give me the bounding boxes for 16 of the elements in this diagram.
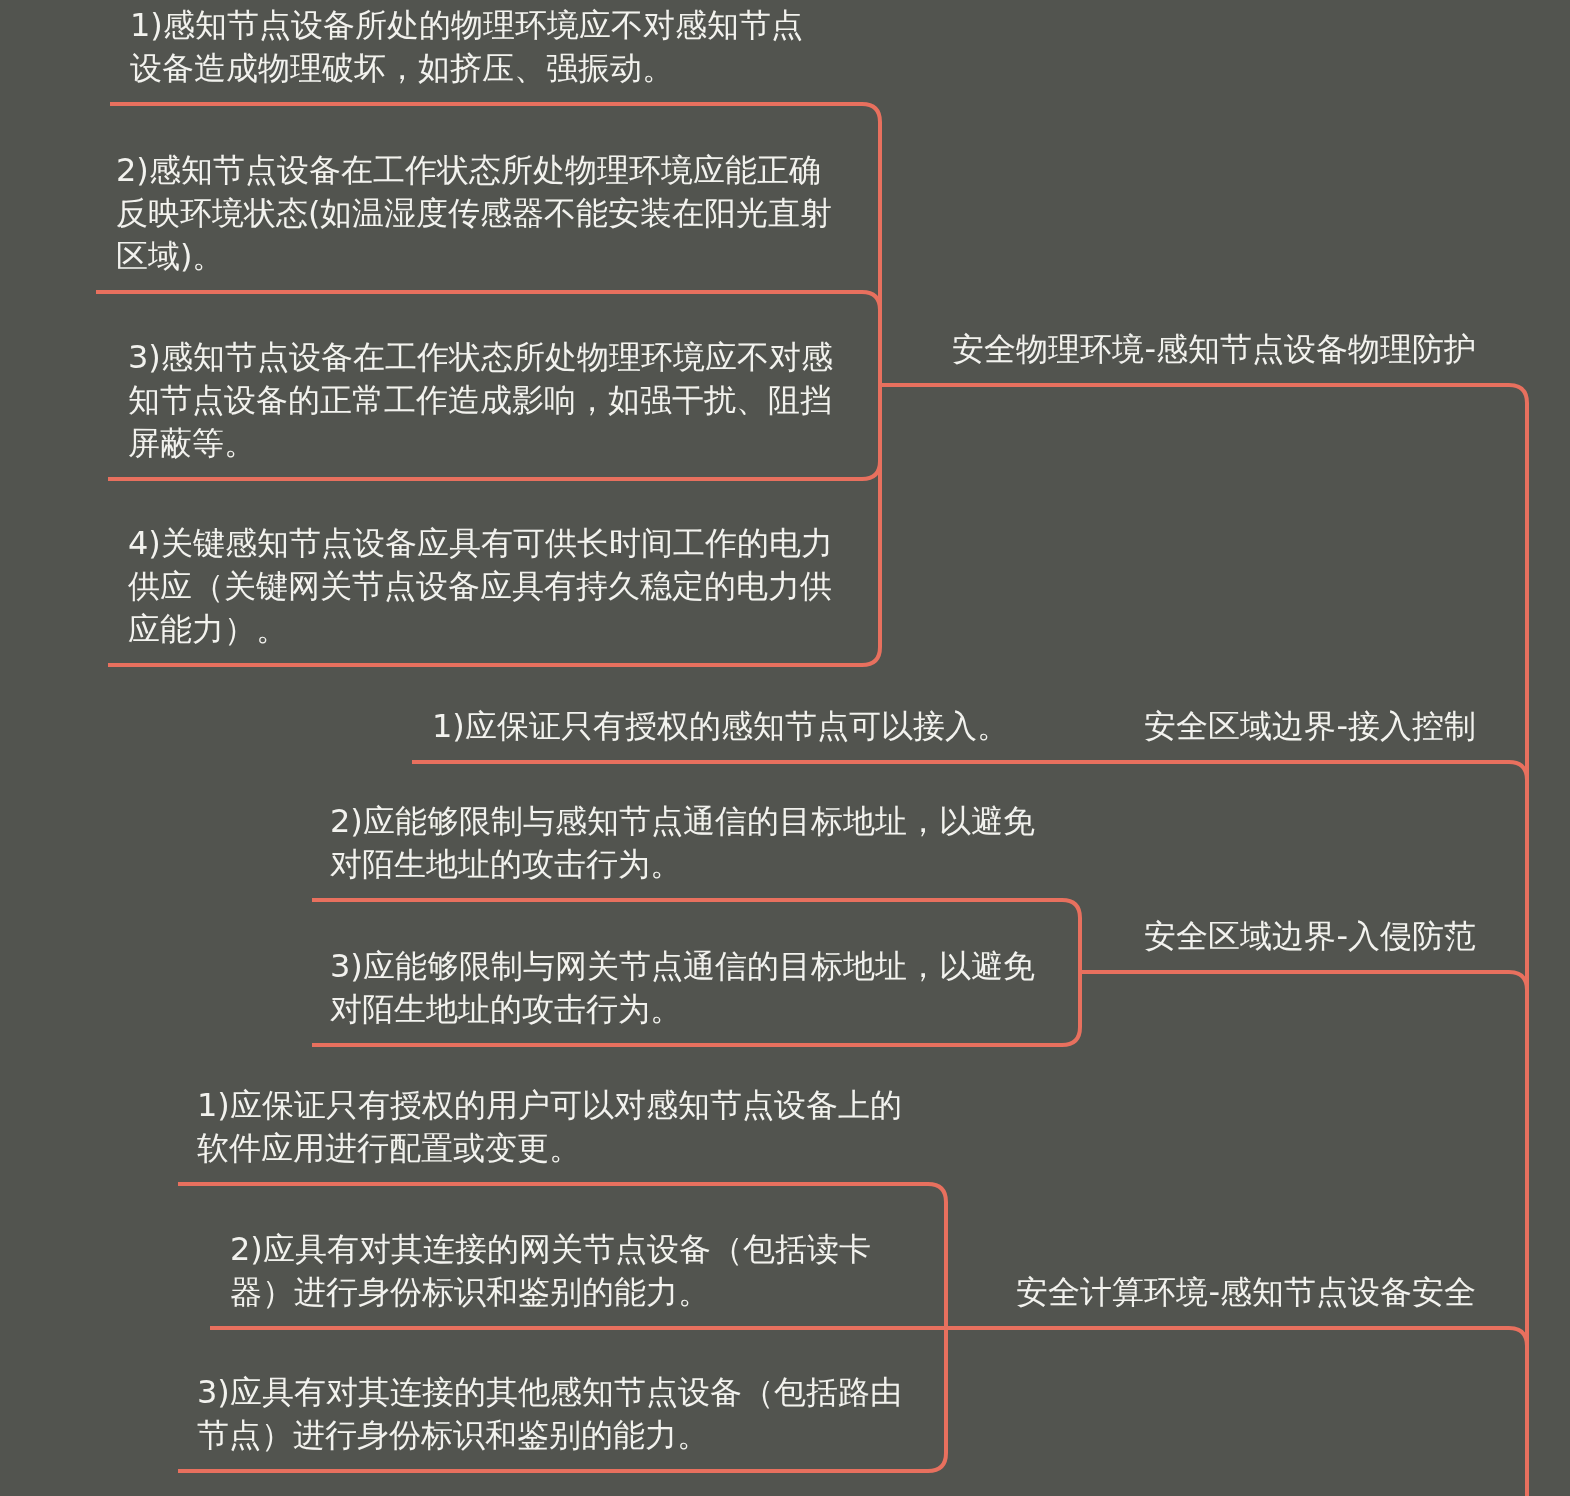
connector-line [1075, 760, 1090, 764]
branch-label: 1)应保证只有授权的感知节点可以接入。 [432, 706, 1010, 747]
branch-label: 1)感知节点设备所处的物理环境应不对感知节点设备造成物理破坏，如挤压、强振动。 [130, 5, 804, 89]
branch-label: 2)应能够限制与感知节点通信的目标地址，以避免对陌生地址的攻击行为。 [330, 801, 1036, 885]
branch-label: 3)应具有对其连接的其他感知节点设备（包括路由节点）进行身份标识和鉴别的能力。 [197, 1372, 903, 1456]
branch-label: 安全计算环境-感知节点设备安全 [1015, 1272, 1477, 1313]
branch-label: 3)应能够限制与网关节点通信的目标地址，以避免对陌生地址的攻击行为。 [330, 946, 1036, 1030]
branch-label: 安全区域边界-接入控制 [1143, 706, 1477, 747]
branch-label: 安全物理环境-感知节点设备物理防护 [951, 329, 1477, 370]
connector-line [1507, 1326, 1529, 1496]
branch-label: 2)应具有对其连接的网关节点设备（包括读卡器）进行身份标识和鉴别的能力。 [230, 1229, 872, 1313]
branch-label: 3)感知节点设备在工作状态所处物理环境应不对感知节点设备的正常工作造成影响，如强干扰、阻挡屏蔽等。 [128, 337, 834, 464]
branch-label: 4)关键感知节点设备应具有可供长时间工作的电力供应（关键网关节点设备应具有持久稳定的电力供应能力）。 [128, 523, 834, 650]
branch-label: 1)应保证只有授权的用户可以对感知节点设备上的软件应用进行配置或变更。 [197, 1085, 903, 1169]
branch-label: 安全区域边界-入侵防范 [1143, 916, 1477, 957]
branch-label: 2)感知节点设备在工作状态所处物理环境应能正确反映环境状态(如温湿度传感器不能安装在阳光直射区域)。 [116, 150, 834, 277]
